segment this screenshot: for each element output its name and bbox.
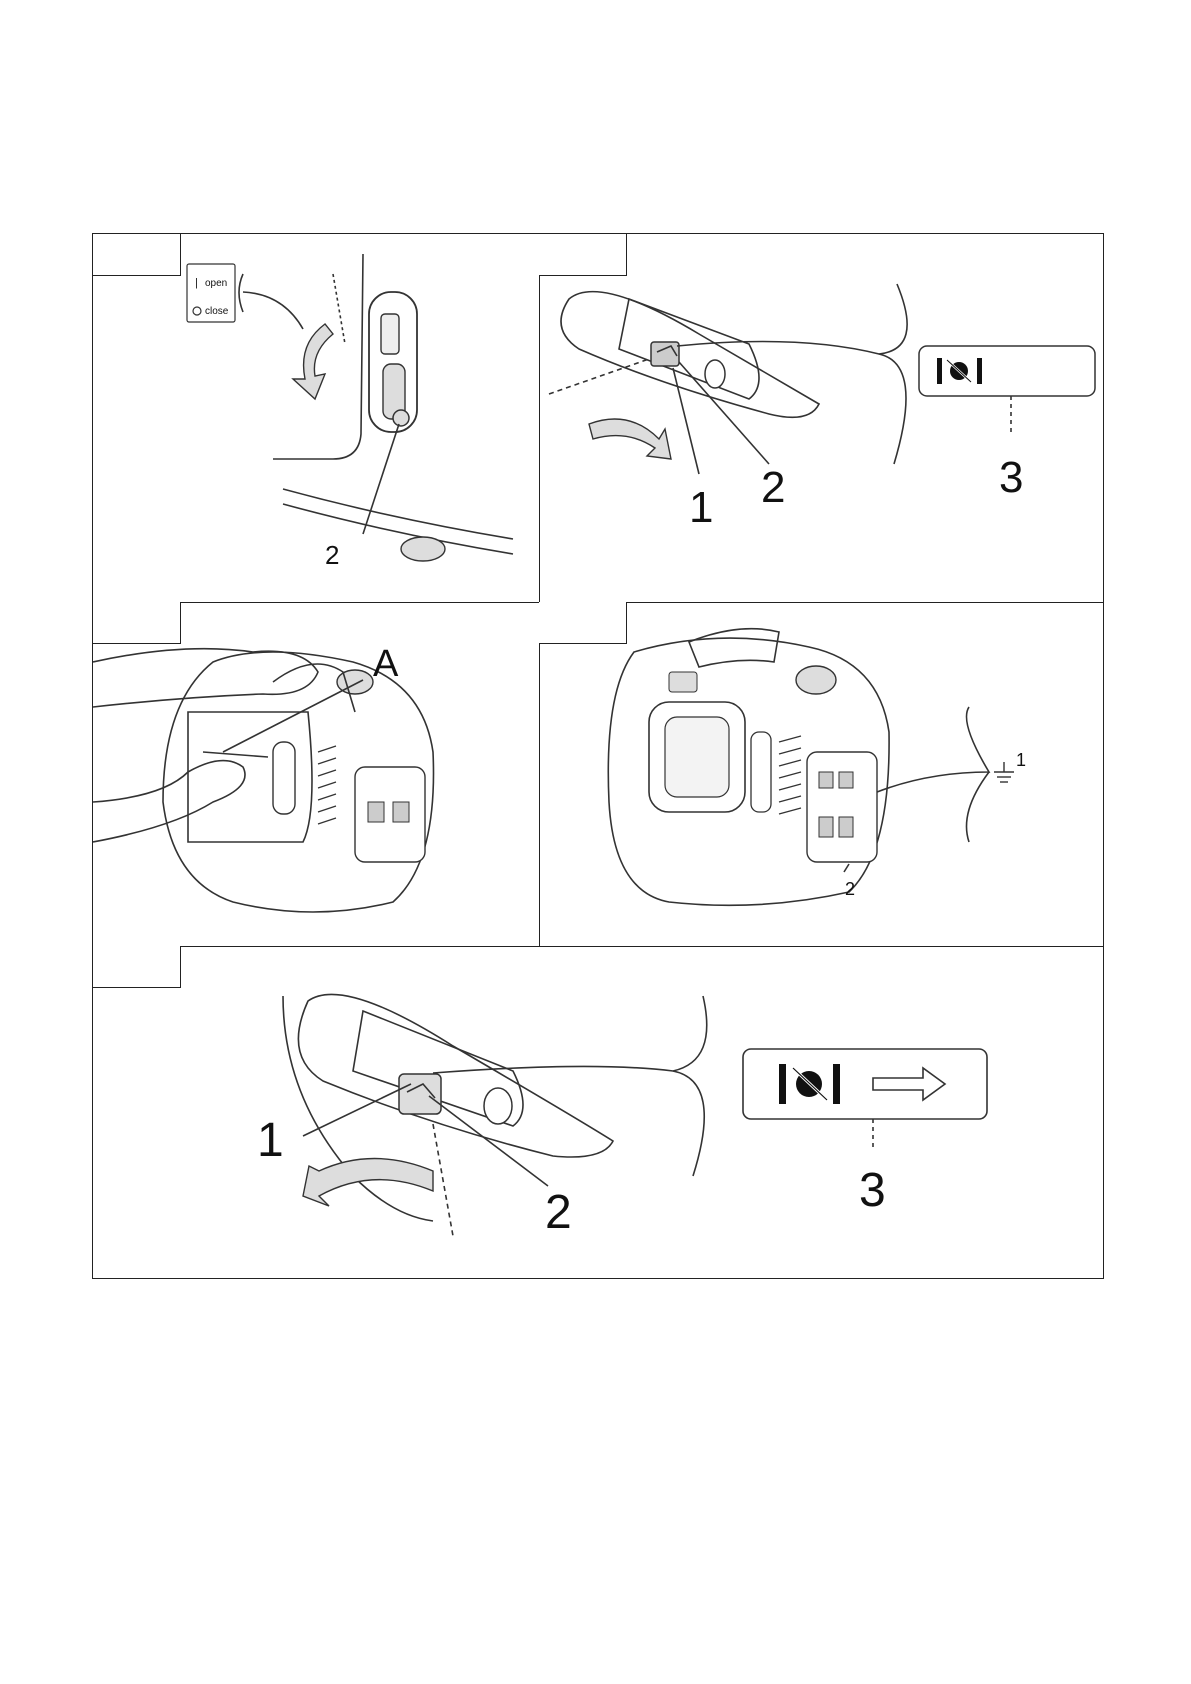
fig5-callout-3: 3 xyxy=(859,1164,886,1217)
fig4-callout-2: 2 xyxy=(845,879,855,899)
fig5-callout-1: 1 xyxy=(257,1114,284,1167)
fig3-callout-a: A xyxy=(373,643,399,685)
figure-5: 1 2 3 xyxy=(93,946,1103,1278)
figure-1: | open close 2 xyxy=(93,234,539,602)
figure-grid: | open close 2 xyxy=(92,233,1104,1279)
ground-symbol-icon xyxy=(994,762,1014,782)
fig2-callout-2: 2 xyxy=(761,463,785,512)
figure-2: 1 2 3 xyxy=(539,234,1103,602)
fig1-callout-2: 2 xyxy=(325,540,339,570)
fig2-callout-1: 1 xyxy=(689,483,713,532)
fig4-callout-1: 1 xyxy=(1016,750,1026,770)
close-label: close xyxy=(205,306,229,317)
figure-3: A xyxy=(93,602,539,946)
figure-4: 1 2 xyxy=(539,602,1103,946)
fig5-callout-2: 2 xyxy=(545,1186,572,1239)
open-label: open xyxy=(205,278,227,289)
fig2-callout-3: 3 xyxy=(999,453,1023,502)
open-mark: | xyxy=(195,277,198,289)
